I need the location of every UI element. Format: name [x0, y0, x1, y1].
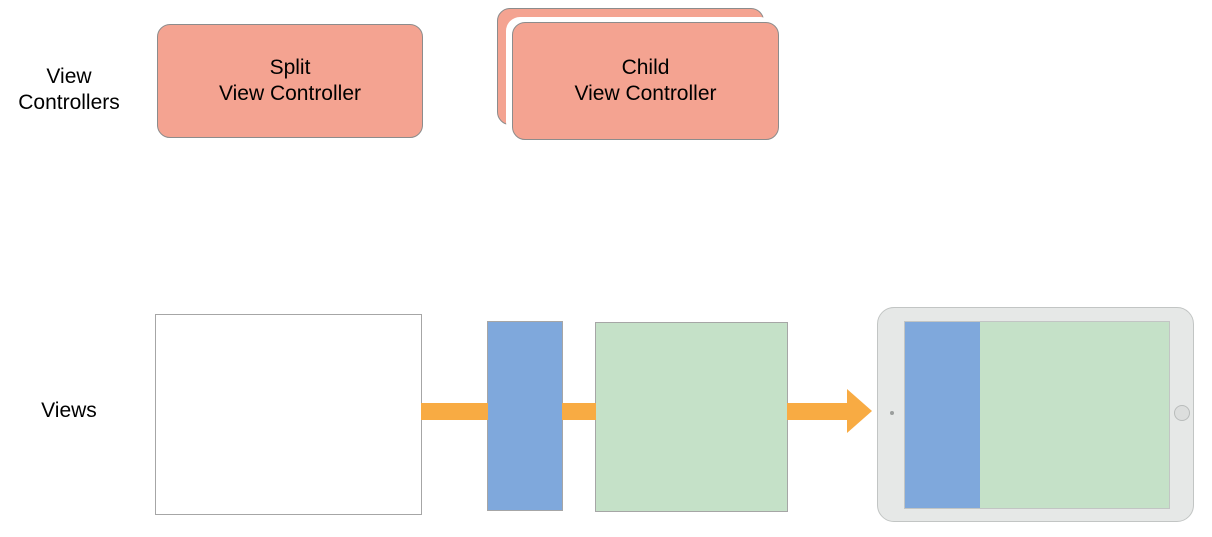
- connector-arrow-3: [787, 403, 849, 420]
- connector-arrow-1: [421, 403, 488, 420]
- split-view-controller-card[interactable]: Split View Controller: [157, 24, 423, 138]
- connector-arrow-2: [562, 403, 596, 420]
- row-label-views: Views: [41, 399, 97, 422]
- ipad-screen[interactable]: [904, 321, 1170, 509]
- ipad-secondary-pane[interactable]: [980, 322, 1169, 508]
- row-label-view-controllers: View Controllers: [18, 65, 120, 114]
- secondary-view-box[interactable]: [595, 322, 788, 512]
- split-view-controller-label: Split View Controller: [218, 56, 361, 105]
- child-view-controller-stack[interactable]: Child View Controller: [497, 8, 779, 141]
- connector-arrowhead-icon: [847, 389, 872, 433]
- child-view-controller-label: Child View Controller: [574, 56, 717, 105]
- home-button-icon[interactable]: [1174, 405, 1190, 421]
- primary-view-box[interactable]: [487, 321, 563, 511]
- ipad-device[interactable]: [877, 307, 1194, 522]
- child-view-controller-card-front[interactable]: Child View Controller: [512, 22, 779, 140]
- window-view-box[interactable]: [155, 314, 422, 515]
- front-camera-icon: [890, 411, 894, 415]
- ipad-primary-pane[interactable]: [905, 322, 980, 508]
